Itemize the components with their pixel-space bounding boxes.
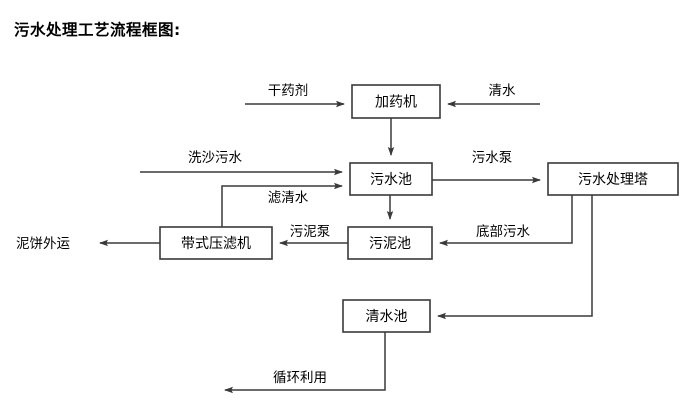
label-sand-wastewater: 洗沙污水 [188,150,242,166]
label-bottom-wastewater: 底部污水 [476,224,530,240]
node-wastewater-pool-box [349,162,433,196]
node-belt-filter-press-label: 带式压滤机 [181,236,251,252]
node-belt-filter-press[interactable]: 带式压滤机 [159,226,273,260]
node-treatment-tower[interactable]: 污水处理塔 [547,162,679,196]
label-filtrate: 滤清水 [268,190,309,206]
edge-filtrate-to-waste-pool [221,182,343,227]
node-wastewater-pool-label: 污水池 [370,172,412,188]
label-dry-agent: 干药剂 [268,83,309,99]
edge-tower-to-sludge-pool [439,195,573,247]
node-wastewater-pool[interactable]: 污水池 [349,162,433,196]
node-clear-water-pool[interactable]: 清水池 [342,299,431,333]
node-sludge-pool[interactable]: 污泥池 [347,226,433,260]
label-sludge-pump: 污泥泵 [290,224,331,240]
label-clean-water: 清水 [489,83,517,99]
node-treatment-tower-label: 污水处理塔 [578,172,648,188]
node-treatment-tower-box [547,162,679,196]
node-dosing-machine[interactable]: 加药机 [351,84,441,119]
node-clear-water-pool-label: 清水池 [366,309,408,325]
edge-clear-pool-to-recycle [224,332,386,394]
node-clear-water-pool-box [342,299,431,333]
node-dosing-machine-box [351,84,441,119]
edge-tower-to-clear-pool [437,195,593,320]
label-recycle-reuse: 循环利用 [273,370,327,386]
node-sludge-pool-label: 污泥池 [369,236,411,252]
node-dosing-machine-label: 加药机 [375,95,417,111]
page-title: 污水处理工艺流程框图: [14,21,181,39]
node-belt-filter-press-box [159,226,273,260]
label-mud-cake-transport: 泥饼外运 [16,236,70,252]
label-wastewater-pump: 污水泵 [472,150,513,166]
node-sludge-pool-box [347,226,433,260]
